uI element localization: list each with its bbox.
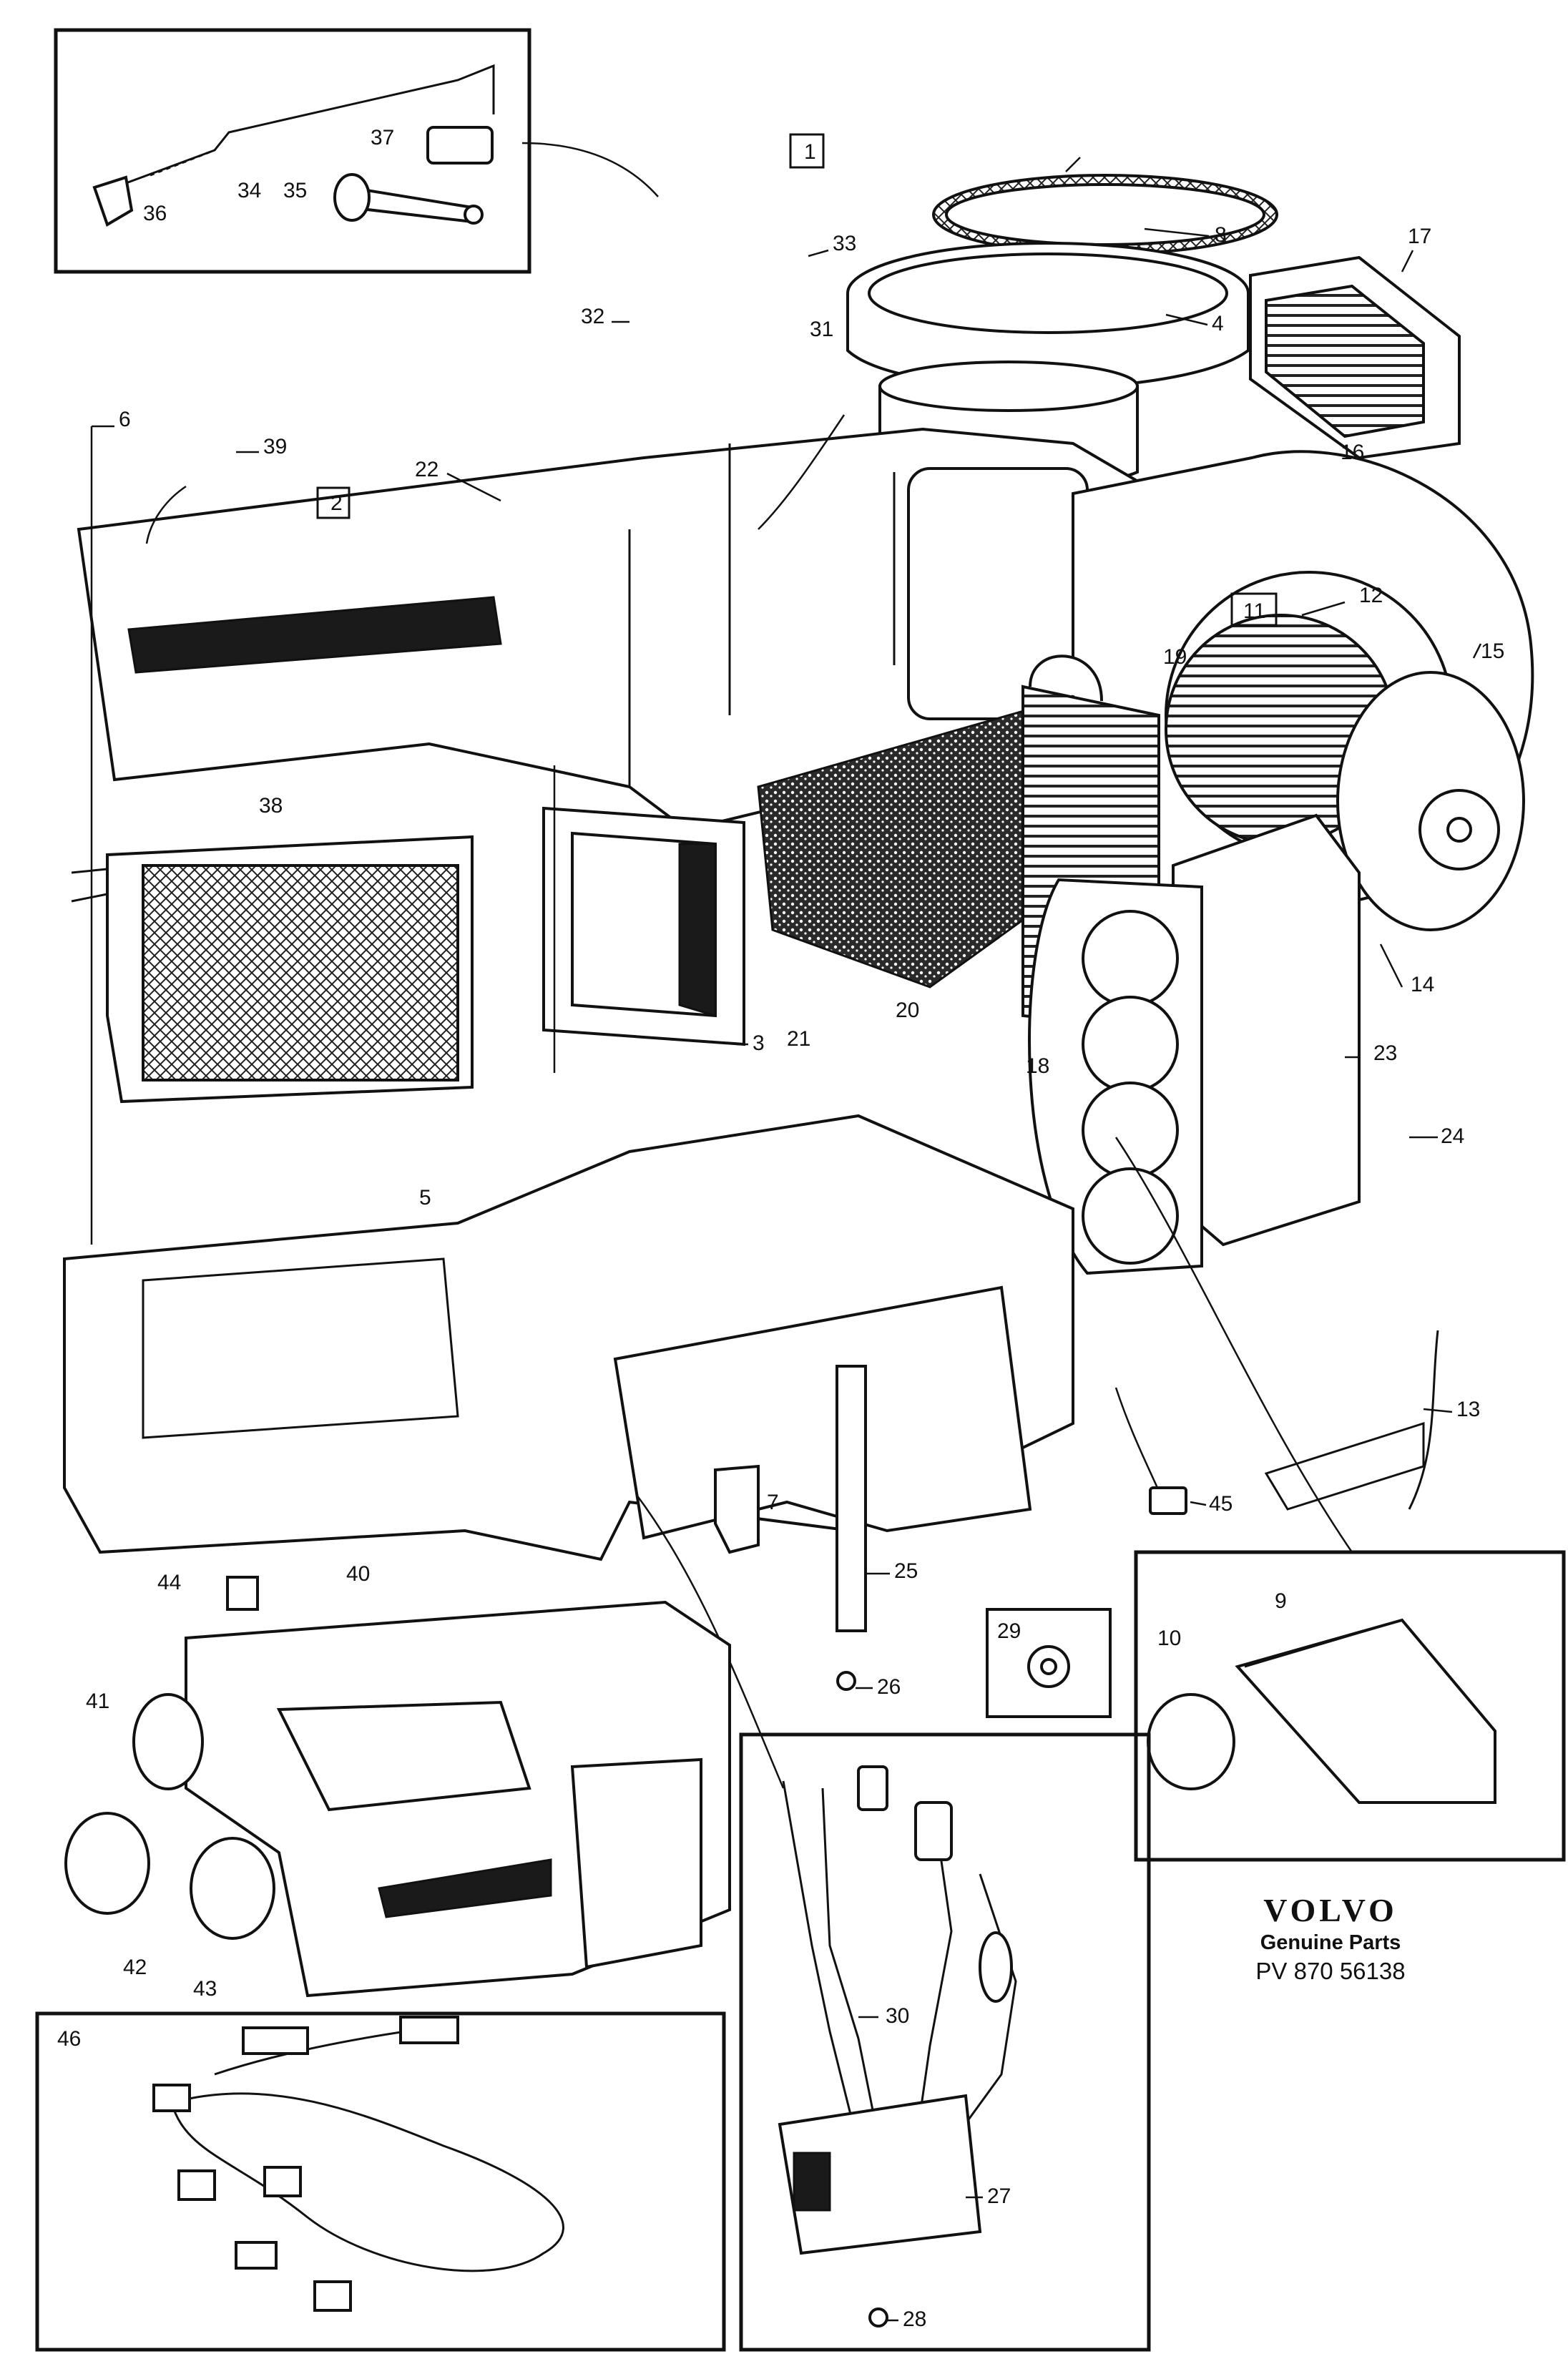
upper-heater-housing [77, 427, 1160, 832]
bracket-parts [635, 1365, 867, 1789]
callout-38: 38 [259, 794, 283, 818]
callout-2-box [316, 486, 351, 519]
callout-23: 23 [1373, 1041, 1397, 1065]
callout-21: 21 [787, 1027, 810, 1051]
callout-3: 3 [753, 1031, 765, 1055]
callout-11: 11 [1243, 599, 1265, 623]
callout-8: 8 [1215, 223, 1227, 247]
distribution-housing-40 [64, 1576, 731, 1998]
brand-block: VOLVO Genuine Parts PV 870 56138 [1209, 1892, 1452, 1986]
callout-33: 33 [833, 232, 856, 255]
heater-core-38 [71, 835, 474, 1104]
callout-1: 1 [804, 140, 816, 164]
callout-17: 17 [1408, 225, 1431, 248]
callout-9: 9 [1275, 1589, 1287, 1613]
callout-44: 44 [157, 1571, 181, 1594]
lower-heater-housing [63, 1114, 1074, 1561]
callout-40: 40 [346, 1562, 370, 1586]
callout-20: 20 [896, 999, 919, 1022]
panel-wiring-46 [35, 2011, 726, 2352]
callout-leaders [90, 157, 1482, 2322]
callout-34: 34 [237, 179, 261, 202]
callout-4: 4 [1212, 312, 1224, 335]
callout-37: 37 [371, 126, 394, 149]
callout-19: 19 [1163, 645, 1187, 669]
callout-45: 45 [1209, 1492, 1233, 1516]
diagram-code: PV 870 56138 [1255, 1958, 1406, 1984]
callout-1-box [789, 133, 825, 169]
panel-wiring-27-30 [739, 1732, 1151, 2352]
callout-14: 14 [1411, 973, 1434, 996]
callout-36: 36 [143, 202, 167, 225]
callout-13: 13 [1456, 1398, 1480, 1421]
callout-18: 18 [1026, 1054, 1049, 1078]
callout-32: 32 [581, 305, 604, 328]
callout-24: 24 [1441, 1124, 1464, 1148]
callout-35: 35 [283, 179, 307, 202]
callout-31: 31 [810, 318, 833, 341]
callout-27: 27 [987, 2184, 1011, 2208]
callout-30: 30 [886, 2004, 909, 2028]
blower-fan-housing [1072, 450, 1534, 931]
callout-29: 29 [997, 1619, 1021, 1643]
callout-41: 41 [86, 1689, 109, 1713]
callout-25: 25 [894, 1559, 918, 1583]
volvo-logo: VOLVO [1263, 1892, 1398, 1928]
panel-clip-29 [986, 1608, 1112, 1718]
air-duct-23 [1028, 813, 1361, 1275]
callout-39: 39 [263, 435, 287, 458]
callout-15: 15 [1481, 639, 1504, 663]
callout-42: 42 [123, 1956, 147, 1979]
callout-10: 10 [1157, 1627, 1181, 1650]
panel-linkage [54, 28, 659, 274]
callout-28: 28 [903, 2307, 926, 2331]
callout-16: 16 [1341, 441, 1364, 464]
callout-labels: 1 8 4 17 16 33 32 31 6 39 22 2 37 34 35 … [57, 126, 1504, 2331]
callout-2: 2 [330, 491, 343, 515]
leader-31 [758, 414, 846, 530]
callout-5: 5 [419, 1186, 431, 1210]
callout-11-box [1230, 592, 1278, 627]
callout-7: 7 [767, 1491, 779, 1514]
leader-39 [145, 485, 187, 544]
callout-22: 22 [415, 458, 438, 481]
callout-26: 26 [877, 1675, 901, 1699]
callout-12: 12 [1359, 584, 1383, 607]
brand-subtitle: Genuine Parts [1260, 1931, 1401, 1954]
callout-6: 6 [119, 408, 131, 431]
panel-flap-actuator [1114, 1137, 1566, 1862]
flap-frame-3 [542, 765, 745, 1073]
blower-resistor-module [1249, 255, 1461, 460]
callout-46: 46 [57, 2027, 81, 2051]
connector-group-13-45 [1114, 1330, 1439, 1515]
callout-43: 43 [193, 1977, 217, 2001]
